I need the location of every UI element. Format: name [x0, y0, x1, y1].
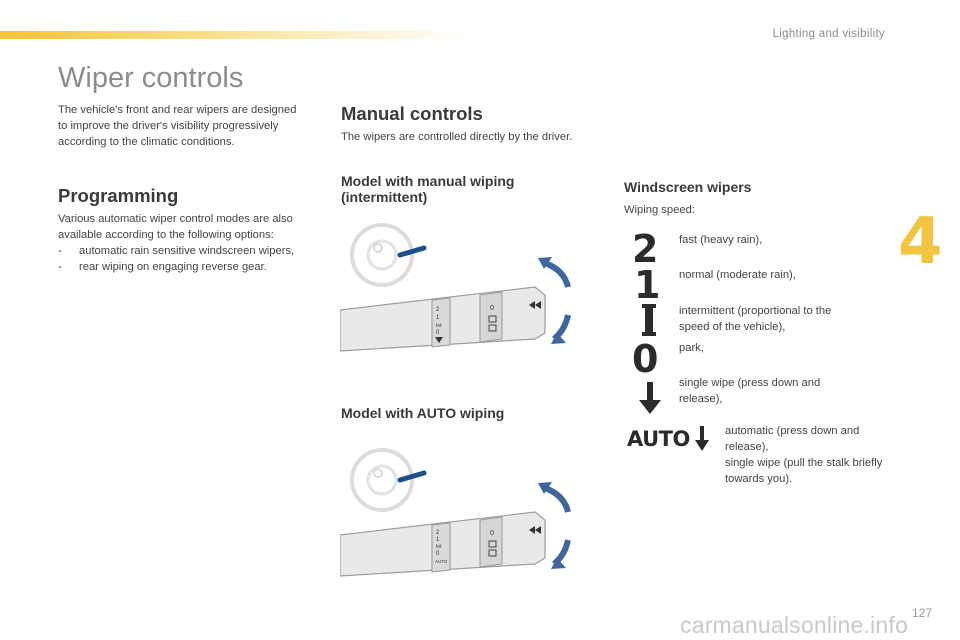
page-title: Wiper controls [58, 62, 244, 94]
stalk-auto-label: AUTO [435, 559, 448, 564]
svg-text:1: 1 [634, 264, 660, 300]
manual-stalk-illustration: 2 1 Int 0 0 [340, 223, 571, 352]
windscreen-wipers-heading: Windscreen wipers [624, 179, 752, 195]
chapter-number: 4 [898, 205, 943, 279]
steering-wheel-icon [350, 448, 414, 512]
wiping-speed-label: Wiping speed: [624, 204, 695, 216]
park-icon: 0 [632, 338, 658, 374]
auto-single-wipe-text: single wipe (pull the stalk briefly towa… [725, 457, 883, 485]
steering-wheel-icon [350, 223, 414, 287]
programming-heading: Programming [58, 185, 179, 206]
intermittent-text: intermittent (proportional to the speed … [679, 305, 832, 333]
down-arrow-icon [639, 382, 661, 414]
svg-text:0: 0 [490, 305, 494, 312]
header-accent-bar [0, 31, 470, 39]
speed-1-icon: 1 [634, 264, 660, 300]
section-header: Lighting and visibility [772, 28, 885, 40]
auto-down-arrow-icon [695, 426, 709, 451]
svg-text:1: 1 [436, 315, 440, 321]
park-text: park, [679, 342, 704, 354]
auto-text-block: automatic (press down and release), sing… [725, 423, 885, 487]
svg-text:2: 2 [436, 530, 440, 536]
svg-text:0: 0 [436, 551, 440, 557]
model-auto-heading: Model with AUTO wiping [341, 405, 505, 421]
programming-bullet: -automatic rain sensitive windscreen wip… [58, 245, 295, 257]
auto-stalk-illustration: 2 1 Int 0 AUTO 0 [340, 448, 571, 577]
svg-text:2: 2 [632, 228, 658, 264]
model-manual-heading: Model with manual wiping (intermittent) [341, 173, 515, 205]
speed-1-text: normal (moderate rain), [679, 269, 796, 281]
svg-text:0: 0 [632, 338, 658, 374]
manual-controls-text: The wipers are controlled directly by th… [341, 131, 573, 143]
speed-2-text: fast (heavy rain), [679, 234, 763, 246]
auto-badge: AUTO [627, 427, 690, 451]
programming-bullet: -rear wiping on engaging reverse gear. [58, 261, 267, 273]
svg-text:1: 1 [436, 537, 440, 543]
svg-text:0: 0 [490, 530, 494, 537]
programming-text: Various automatic wiper control modes ar… [58, 213, 293, 241]
svg-text:2: 2 [436, 307, 440, 313]
single-wipe-text: single wipe (press down and release), [679, 377, 821, 405]
svg-text:Int: Int [436, 323, 442, 329]
programming-block: Various automatic wiper control modes ar… [58, 211, 323, 275]
page-number: 127 [912, 606, 933, 620]
svg-text:0: 0 [436, 330, 440, 336]
intermittent-icon [642, 304, 656, 336]
auto-text: automatic (press down and release), [725, 425, 860, 453]
manual-controls-heading: Manual controls [341, 103, 483, 124]
intro-text: The vehicle's front and rear wipers are … [58, 104, 297, 148]
svg-text:Int: Int [436, 544, 442, 550]
watermark: carmanualsonline.info [680, 612, 908, 638]
speed-2-icon: 2 [632, 228, 658, 264]
